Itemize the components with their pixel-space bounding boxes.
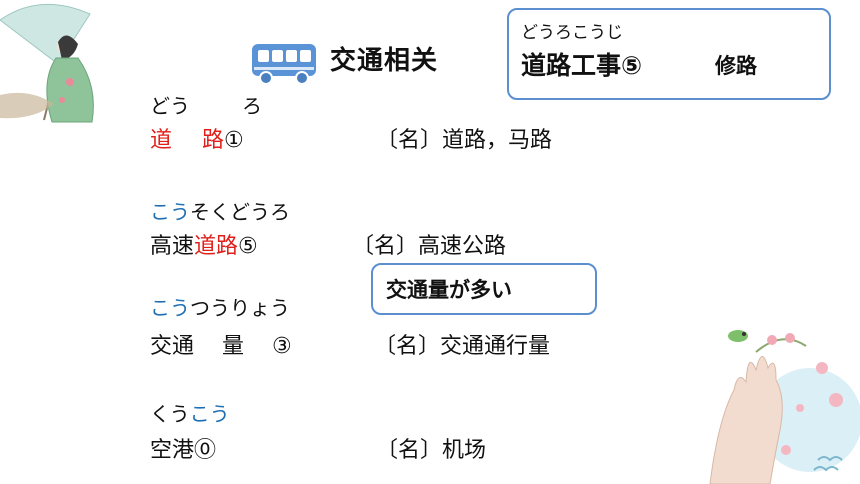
entry-2-definition: 〔名〕高速公路 — [352, 234, 507, 259]
entry-4-word-a: 空港 — [150, 438, 195, 463]
note-word: 道路工事⑤ — [521, 51, 643, 80]
hand-bird-flower-illustration — [709, 330, 860, 484]
page-title: 交通相关 — [330, 46, 439, 76]
entry-3-reading: こうつうりょう — [150, 292, 290, 321]
entry-2-reading-b: そくどうろ — [190, 200, 290, 224]
bus-icon — [252, 44, 316, 85]
entry-4-word: 空港⓪ — [150, 432, 216, 464]
entry-1-reading-a: どう — [150, 94, 190, 118]
entry-3-word-a: 交通 — [150, 334, 195, 359]
entry-4-reading: くうこう — [150, 398, 230, 427]
entry-1-reading-b: ろ — [242, 94, 262, 118]
note-meaning: 修路 — [715, 54, 757, 78]
entry-1-accent: ① — [224, 128, 244, 153]
note-reading: どうろこうじ — [521, 23, 623, 43]
note-box: どうろこうじ 道路工事⑤ 修路 — [507, 8, 831, 100]
entry-3-accent: ③ — [272, 334, 292, 359]
entry-2-reading: こうそくどうろ — [150, 196, 290, 225]
entry-1-word: 道 路① — [150, 122, 244, 154]
entry-3-definition: 〔名〕交通通行量 — [374, 334, 551, 359]
entry-4-definition: 〔名〕机场 — [376, 438, 487, 463]
entry-3-reading-b: つうりょう — [190, 296, 290, 320]
entry-3-word: 交通 量 ③ — [150, 328, 292, 360]
phrase-text: 交通量が多い — [386, 278, 512, 302]
entry-1-reading: どう ろ — [150, 90, 262, 119]
entry-2-reading-a: こう — [150, 200, 190, 224]
entry-2-word: 高速道路⑤ — [150, 228, 258, 260]
entry-2-word-a: 高速 — [150, 234, 195, 259]
entry-2-accent: ⑤ — [238, 234, 258, 259]
phrase-box: 交通量が多い — [371, 263, 597, 315]
entry-1-word-a: 道 — [150, 128, 173, 153]
entry-4-reading-b: こう — [189, 402, 230, 426]
entry-3-word-b: 量 — [222, 334, 245, 359]
entry-3-reading-a: こう — [150, 296, 190, 320]
girl-umbrella-illustration — [0, 3, 94, 123]
entry-1-definition: 〔名〕道路，马路 — [376, 128, 553, 153]
entry-2-word-b: 道路 — [194, 234, 239, 259]
entry-1-word-b: 路 — [202, 128, 225, 153]
entry-4-accent: ⓪ — [194, 438, 217, 463]
entry-4-reading-a: くう — [150, 402, 190, 426]
